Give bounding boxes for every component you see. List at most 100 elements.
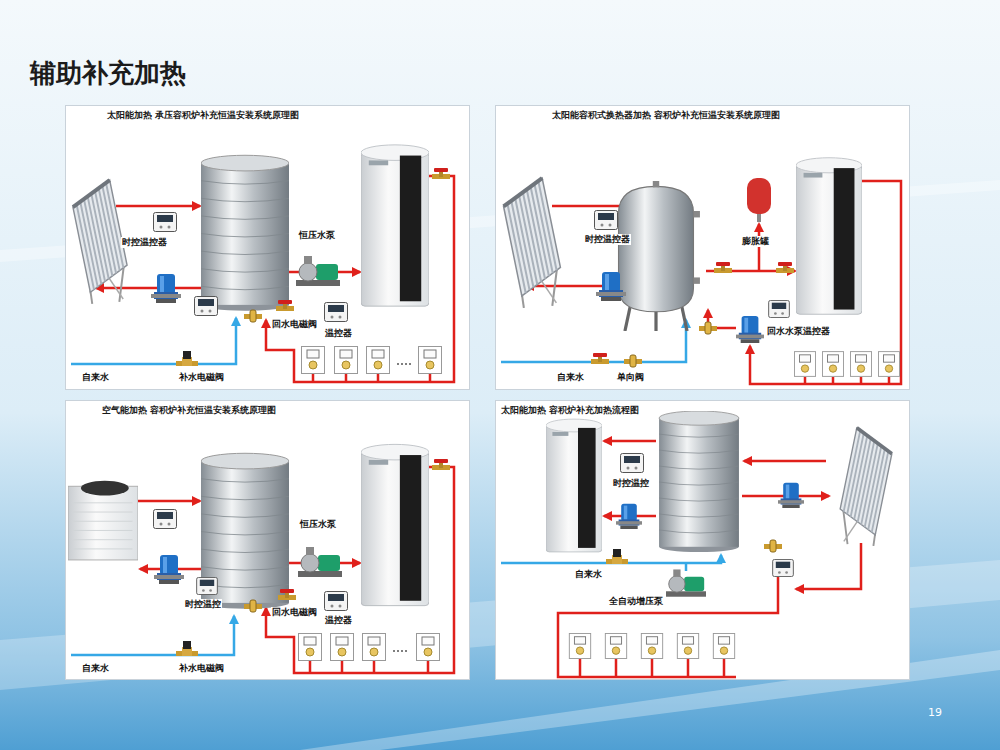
circulation-pump xyxy=(616,504,642,529)
fixture-icon xyxy=(605,633,626,658)
part-label: 补水电磁阀 xyxy=(178,372,225,383)
diagram-panel: 太阳能加热 承压容积炉补充恒温安装系统原理图时控温控器 恒压水泵回水电磁阀温控器自… xyxy=(65,105,470,390)
valve-icon xyxy=(244,310,262,322)
part-label: 回水水泵温控器 xyxy=(766,326,831,337)
cold-pipe xyxy=(71,318,236,364)
part-label: 时控温控器 xyxy=(584,234,631,245)
panel-title: 太阳能加热 容积炉补充加热流程图 xyxy=(500,405,640,416)
fixture-icon xyxy=(822,352,843,377)
return-pipe xyxy=(708,310,736,328)
part-label: 恒压水泵 xyxy=(299,519,337,530)
air-source-unit xyxy=(68,481,138,560)
diagram-panel: 空气能加热 容积炉补充恒温安装系统原理图恒压水泵时控温控回水电磁阀温控器自来水补… xyxy=(65,400,470,680)
system-illustration xyxy=(496,401,911,681)
valve-icon xyxy=(432,168,450,179)
fixture-icon xyxy=(335,347,358,374)
fixture-icon xyxy=(367,347,390,374)
controller-icon xyxy=(154,213,177,232)
return-pipe xyxy=(796,543,861,589)
controller-icon xyxy=(195,297,218,316)
hot-pipe xyxy=(758,224,761,271)
controller-icon xyxy=(773,559,794,576)
fixture-icon xyxy=(713,633,734,658)
part-label: 回水电磁阀 xyxy=(271,319,318,330)
water-heater xyxy=(361,145,429,306)
hot-pipe xyxy=(138,500,200,503)
cold-pipe xyxy=(71,616,234,655)
valve-icon xyxy=(276,300,294,311)
fixture-icon xyxy=(419,347,442,374)
diagram-panel: 太阳能容积式换热器加热 容积炉补充恒温安装系统原理图时控温控器 膨胀罐回水水泵温控… xyxy=(495,105,910,390)
water-heater xyxy=(796,158,862,315)
fixture-icon xyxy=(641,633,662,658)
solenoid-valve xyxy=(176,641,198,656)
branch-pipe xyxy=(313,374,430,382)
fixture-icon xyxy=(677,633,698,658)
circulation-pump xyxy=(778,483,804,508)
solenoid-valve xyxy=(606,549,628,564)
controller-icon xyxy=(769,300,790,317)
part-label: 回水电磁阀 xyxy=(271,607,318,618)
part-label: 恒压水泵 xyxy=(298,230,336,241)
check-valve xyxy=(624,355,642,367)
booster-pump xyxy=(296,256,340,286)
branch-pipe xyxy=(580,659,724,677)
fixture-icon xyxy=(569,633,590,658)
valve-icon xyxy=(699,322,717,334)
controller-icon xyxy=(621,454,644,473)
booster-pump xyxy=(298,547,342,577)
heat-exchanger xyxy=(612,181,700,331)
valve-icon xyxy=(764,540,782,552)
hot-pipe xyxy=(526,285,608,288)
fixture-icon xyxy=(878,352,899,377)
part-label: 单向阀 xyxy=(616,372,645,383)
solar-collector-group xyxy=(840,428,892,546)
branch-pipe xyxy=(310,661,428,673)
ellipsis-dots xyxy=(393,650,407,652)
part-label: 自来水 xyxy=(81,663,110,674)
panel-title: 太阳能容积式换热器加热 容积炉补充恒温安装系统原理图 xyxy=(551,110,781,121)
part-label: 时控温控 xyxy=(612,478,650,489)
part-label: 温控器 xyxy=(324,328,353,339)
controller-icon xyxy=(154,510,177,529)
fixture-icon xyxy=(299,634,322,661)
valve-icon xyxy=(244,600,262,612)
fixture-icon xyxy=(417,634,440,661)
hot-pipe xyxy=(744,460,826,463)
diagram-panel: 太阳能加热 容积炉补充加热流程图时控温控自来水全自动增压泵 xyxy=(495,400,910,680)
storage-tank xyxy=(201,155,289,310)
fixture-icon xyxy=(331,634,354,661)
part-label: 膨胀罐 xyxy=(741,236,770,247)
system-illustration xyxy=(66,401,471,681)
ellipsis-dots xyxy=(397,363,411,365)
branch-pipe xyxy=(805,377,889,384)
fixture-icon xyxy=(850,352,871,377)
controller-icon xyxy=(325,303,348,322)
part-label: 自来水 xyxy=(81,372,110,383)
slide-title: 辅助补充加热 xyxy=(30,56,186,91)
circulation-pump xyxy=(151,274,181,303)
part-label: 时控温控 xyxy=(184,599,222,610)
part-label: 时控温控器 xyxy=(121,237,168,248)
controller-icon xyxy=(325,592,348,611)
page-number: 19 xyxy=(928,706,942,719)
water-heater xyxy=(546,419,602,552)
solar-collector xyxy=(840,428,892,546)
part-label: 全自动增压泵 xyxy=(608,596,664,607)
fixture-icon xyxy=(363,634,386,661)
valve-icon xyxy=(591,353,609,364)
part-label: 温控器 xyxy=(324,615,353,626)
part-label: 自来水 xyxy=(556,372,585,383)
expansion-tank xyxy=(747,178,771,222)
solar-collector xyxy=(504,178,561,308)
booster-pump xyxy=(666,569,706,596)
hot-pipe xyxy=(96,287,201,290)
panel-title: 太阳能加热 承压容积炉补充恒温安装系统原理图 xyxy=(106,110,300,121)
storage-tank xyxy=(659,411,739,552)
part-label: 补水电磁阀 xyxy=(178,663,225,674)
controller-icon xyxy=(197,577,218,594)
cold-pipe xyxy=(685,563,688,571)
circulation-pump xyxy=(154,555,184,584)
solar-collector xyxy=(73,180,127,304)
